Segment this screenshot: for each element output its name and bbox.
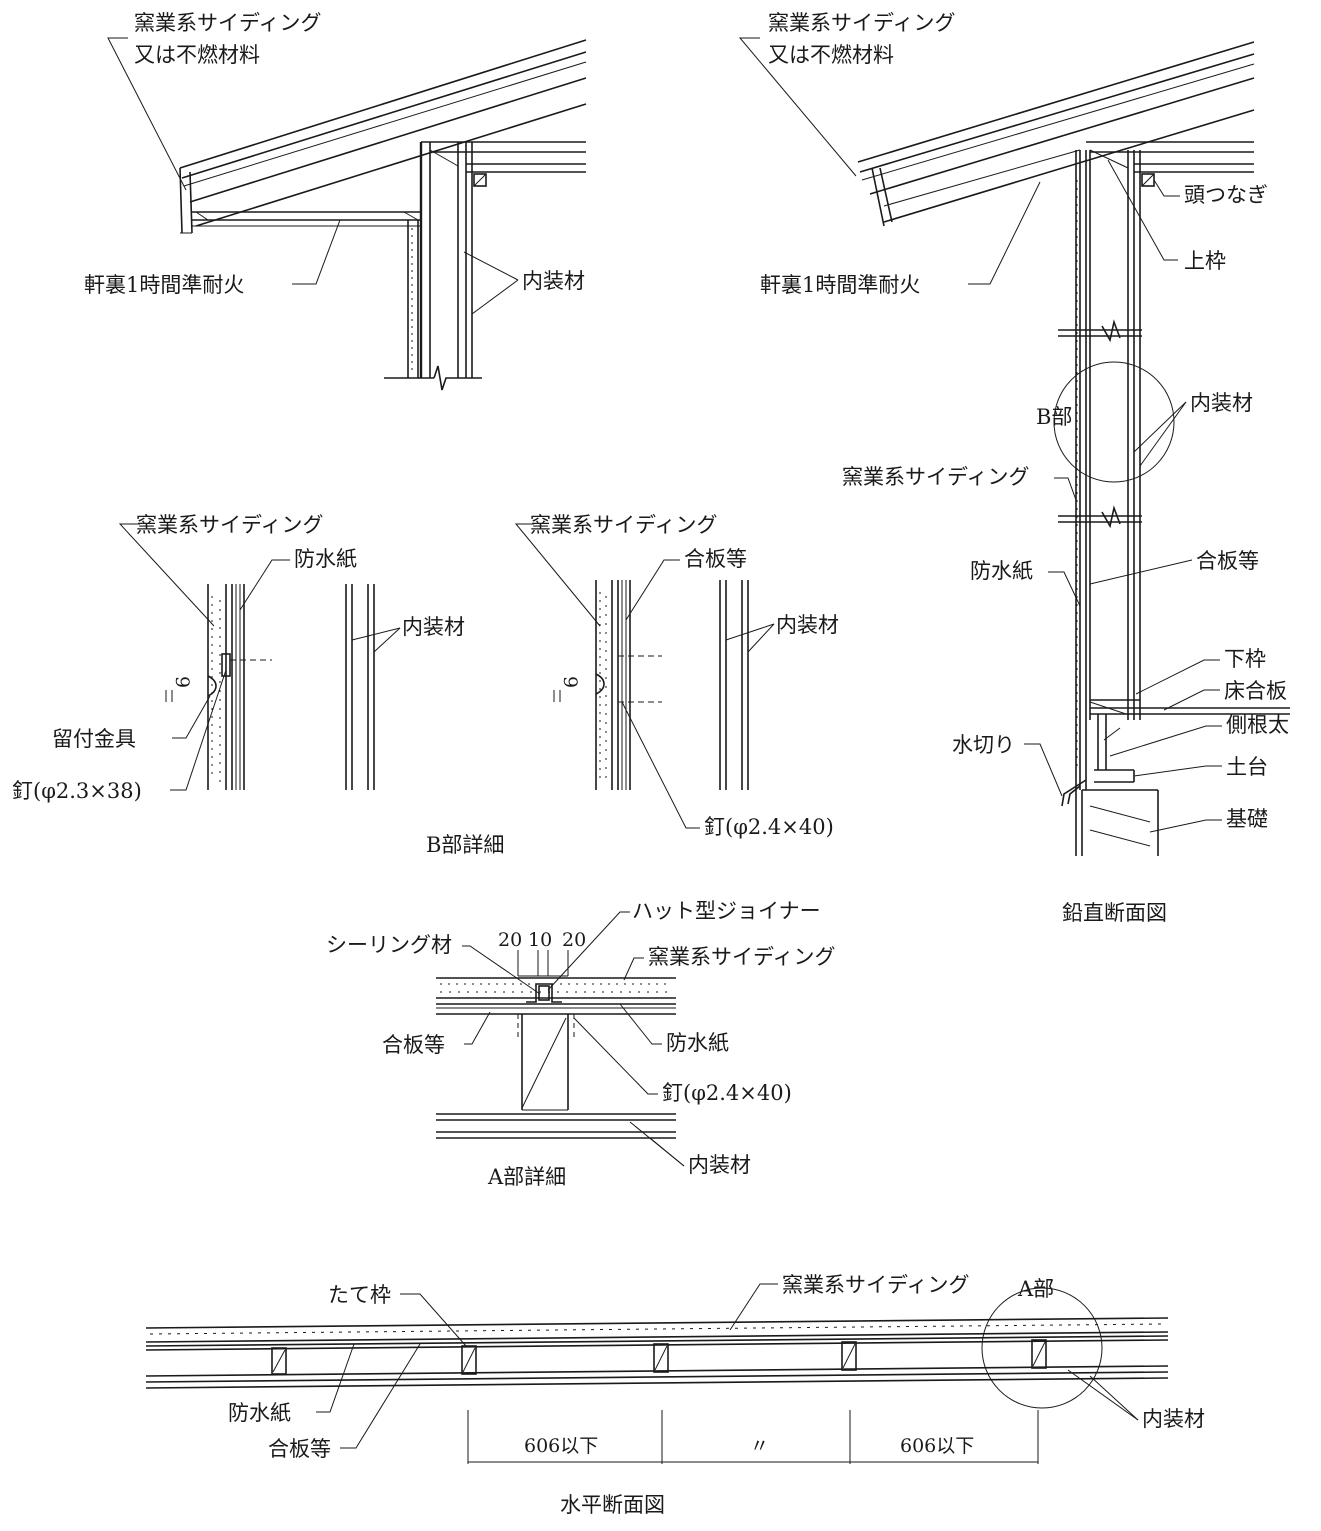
dim-span-mid: 〃 [750, 1435, 769, 1457]
dim-span-left: 606以下 [524, 1435, 598, 1457]
b-detail-right: 窯業系サイディング 合板等 内装材 9 釘(φ2.4×40) B部詳細 [426, 513, 839, 857]
title-b-detail: B部詳細 [426, 833, 504, 857]
label-siding-2: 又は不燃材料 [134, 43, 260, 67]
label-a-waterproof: 防水紙 [666, 1031, 729, 1055]
label-a-siding: 窯業系サイディング [648, 945, 836, 969]
stud-5 [1031, 1339, 1047, 1369]
dim-a-left: 20 [498, 929, 522, 951]
label-v-siding: 窯業系サイディング [842, 465, 1030, 489]
title-a-detail: A部詳細 [487, 1165, 566, 1189]
label-a-sealing: シーリング材 [326, 933, 452, 957]
label-siding-1: 窯業系サイディング [134, 11, 322, 35]
label-v-plywood: 合板等 [1196, 549, 1259, 573]
label-b-left-interior: 内装材 [402, 615, 465, 639]
label-sill: 土台 [1226, 755, 1268, 779]
vertical-section: 窯業系サイディング 又は不燃材料 頭つなぎ 上枠 軒裏1時間準耐火 B部 内装材… [738, 11, 1290, 925]
label-h-interior: 内装材 [1142, 1407, 1205, 1431]
label-interior: 内装材 [522, 269, 585, 293]
label-b-left-waterproof: 防水紙 [294, 547, 357, 571]
label-v-interior: 内装材 [1190, 391, 1253, 415]
label-bottom-plate: 下枠 [1224, 647, 1266, 671]
label-head-tie: 頭つなぎ [1184, 183, 1268, 207]
label-v-siding-2: 又は不燃材料 [768, 43, 894, 67]
dim-b-right-gap: 9 [559, 676, 581, 688]
dim-a-mid: 10 [528, 929, 552, 951]
label-v-siding-1: 窯業系サイディング [768, 11, 956, 35]
dim-a-right: 20 [562, 929, 586, 951]
label-h-plywood: 合板等 [268, 1437, 331, 1461]
label-v-waterproof: 防水紙 [970, 559, 1033, 583]
label-h-stud: たて枠 [328, 1283, 391, 1307]
label-b-right-nail: 釘(φ2.4×40) [704, 815, 834, 839]
label-a-plywood: 合板等 [382, 1033, 445, 1057]
label-b-right-interior: 内装材 [776, 613, 839, 637]
label-b-right-plywood: 合板等 [684, 547, 747, 571]
title-vertical-section: 鉛直断面図 [1062, 901, 1167, 925]
label-eave: 軒裏1時間準耐火 [84, 273, 244, 297]
label-floor-plywood: 床合板 [1224, 679, 1287, 703]
stud-4 [841, 1341, 857, 1371]
roof-eave-section-left: 窯業系サイディング 又は不燃材料 軒裏1時間準耐火 内装材 [84, 11, 587, 391]
label-b-part: B部 [1036, 405, 1072, 429]
label-a-nail: 釘(φ2.4×40) [662, 1081, 792, 1105]
b-detail-left: 窯業系サイディング 防水紙 内装材 9 留付金具 釘(φ2.3×38) [12, 513, 465, 803]
label-v-eave: 軒裏1時間準耐火 [760, 273, 920, 297]
label-b-left-nail: 釘(φ2.3×38) [12, 779, 142, 803]
label-top-plate: 上枠 [1184, 249, 1226, 273]
label-h-a-part: A部 [1017, 1277, 1054, 1301]
label-b-left-siding: 窯業系サイディング [136, 513, 324, 537]
stud-2 [461, 1345, 477, 1375]
label-b-left-clip: 留付金具 [52, 727, 136, 751]
label-rim-joist: 側根太 [1226, 713, 1289, 737]
dim-span-right: 606以下 [900, 1435, 974, 1457]
a-detail: 20 10 20 シーリング材 ハット型ジョイナー 窯業系サイディング 合板等 … [326, 899, 836, 1189]
label-a-interior: 内装材 [688, 1153, 751, 1177]
label-a-hat-joiner: ハット型ジョイナー [632, 899, 821, 923]
horizontal-section: 606以下 〃 606以下 たて枠 窯業系サイディング A部 防水紙 合板等 内… [145, 1273, 1205, 1517]
label-b-right-siding: 窯業系サイディング [530, 513, 718, 537]
dim-b-left-gap: 9 [171, 676, 193, 688]
title-horizontal-section: 水平断面図 [560, 1493, 665, 1517]
stud-3 [653, 1343, 669, 1373]
label-drip: 水切り [952, 733, 1015, 757]
stud-1 [271, 1347, 287, 1375]
label-foundation: 基礎 [1226, 807, 1268, 831]
label-h-siding: 窯業系サイディング [782, 1273, 970, 1297]
label-h-waterproof: 防水紙 [228, 1401, 291, 1425]
